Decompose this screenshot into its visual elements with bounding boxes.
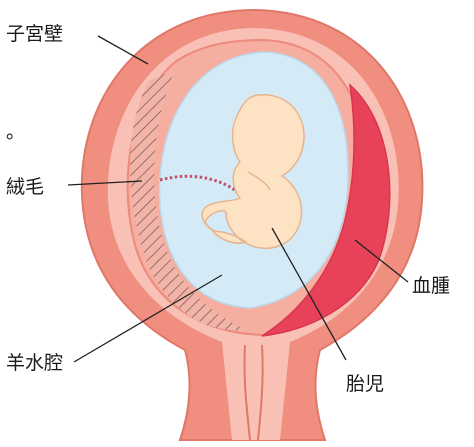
- stray-mark: 。: [6, 121, 25, 143]
- label-fetus: 胎児: [346, 373, 384, 395]
- label-amniotic-cavity: 羊水腔: [6, 352, 63, 374]
- label-uterine-wall: 子宮壁: [6, 23, 63, 45]
- label-hematoma: 血腫: [412, 275, 450, 297]
- label-villus: 絨毛: [6, 176, 44, 198]
